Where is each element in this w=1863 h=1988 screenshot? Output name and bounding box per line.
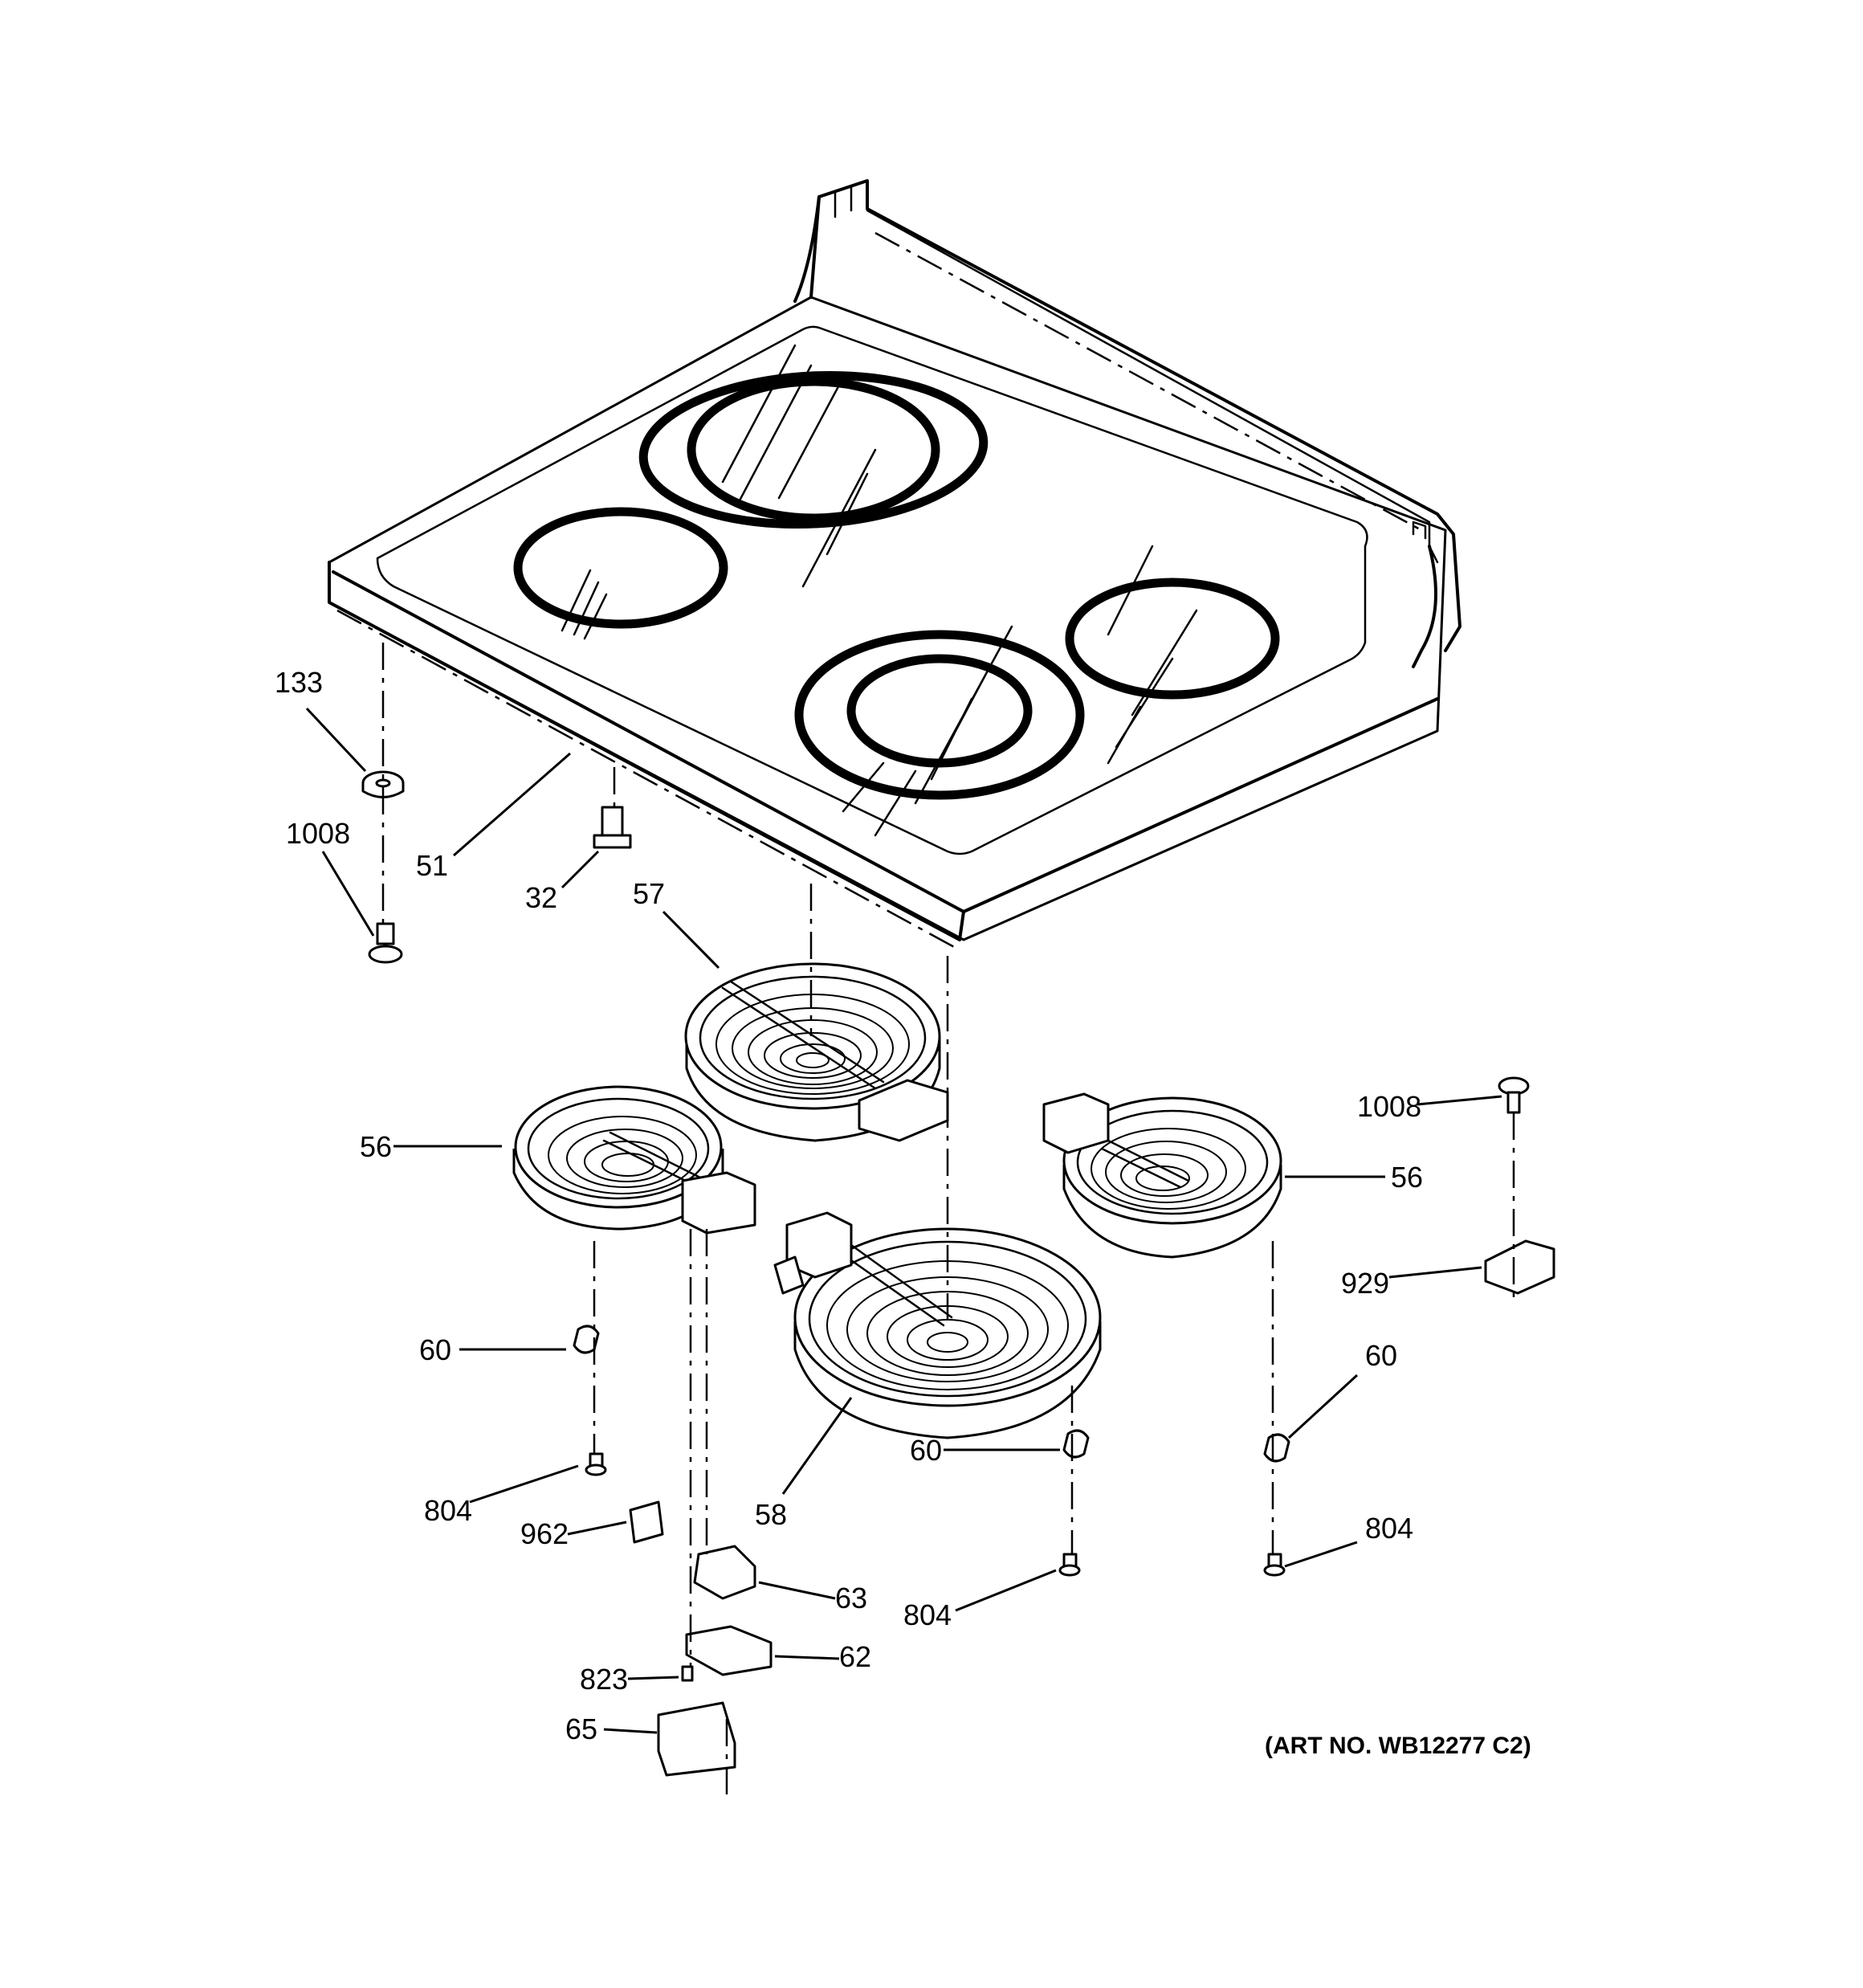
callout-60-left: 60 xyxy=(419,1333,451,1366)
callout-1008-right: 1008 xyxy=(1357,1090,1421,1123)
callout-1008-left: 1008 xyxy=(286,817,350,850)
callout-804-right: 804 xyxy=(1365,1512,1413,1545)
radiant-element-58 xyxy=(773,1211,1102,1439)
callout-60-center: 60 xyxy=(910,1434,942,1467)
callout-32: 32 xyxy=(525,881,557,914)
callout-929: 929 xyxy=(1341,1267,1389,1300)
art-number: (ART NO. WB12277 C2) xyxy=(1265,1733,1531,1759)
callout-804-left: 804 xyxy=(424,1494,472,1527)
hardware-parts xyxy=(361,770,1555,1777)
callout-57: 57 xyxy=(633,877,665,910)
assembly-lines xyxy=(381,643,1515,1799)
callout-65: 65 xyxy=(565,1712,597,1745)
callout-62: 62 xyxy=(839,1640,871,1673)
callout-804-center: 804 xyxy=(903,1598,952,1631)
callout-58: 58 xyxy=(755,1498,787,1531)
radiant-element-56-right xyxy=(1042,1092,1282,1259)
callout-labels: 133 1008 51 32 57 56 1008 56 929 60 60 6… xyxy=(275,666,1423,1745)
callout-60-right: 60 xyxy=(1365,1339,1397,1372)
callout-51: 51 xyxy=(416,849,448,882)
leader-lines xyxy=(305,707,1502,1734)
callout-133: 133 xyxy=(275,666,323,699)
cooktop-glass xyxy=(328,179,1461,949)
callout-56-right: 56 xyxy=(1391,1161,1423,1194)
cooktop-burner-rings xyxy=(513,370,1280,800)
radiant-element-57 xyxy=(684,962,949,1142)
callout-823: 823 xyxy=(580,1663,628,1696)
callout-962: 962 xyxy=(520,1517,569,1550)
callout-56-left: 56 xyxy=(360,1130,392,1163)
glass-reflection-marks xyxy=(561,344,1198,837)
radiant-element-56-left xyxy=(512,1085,756,1235)
callout-63: 63 xyxy=(835,1582,867,1614)
